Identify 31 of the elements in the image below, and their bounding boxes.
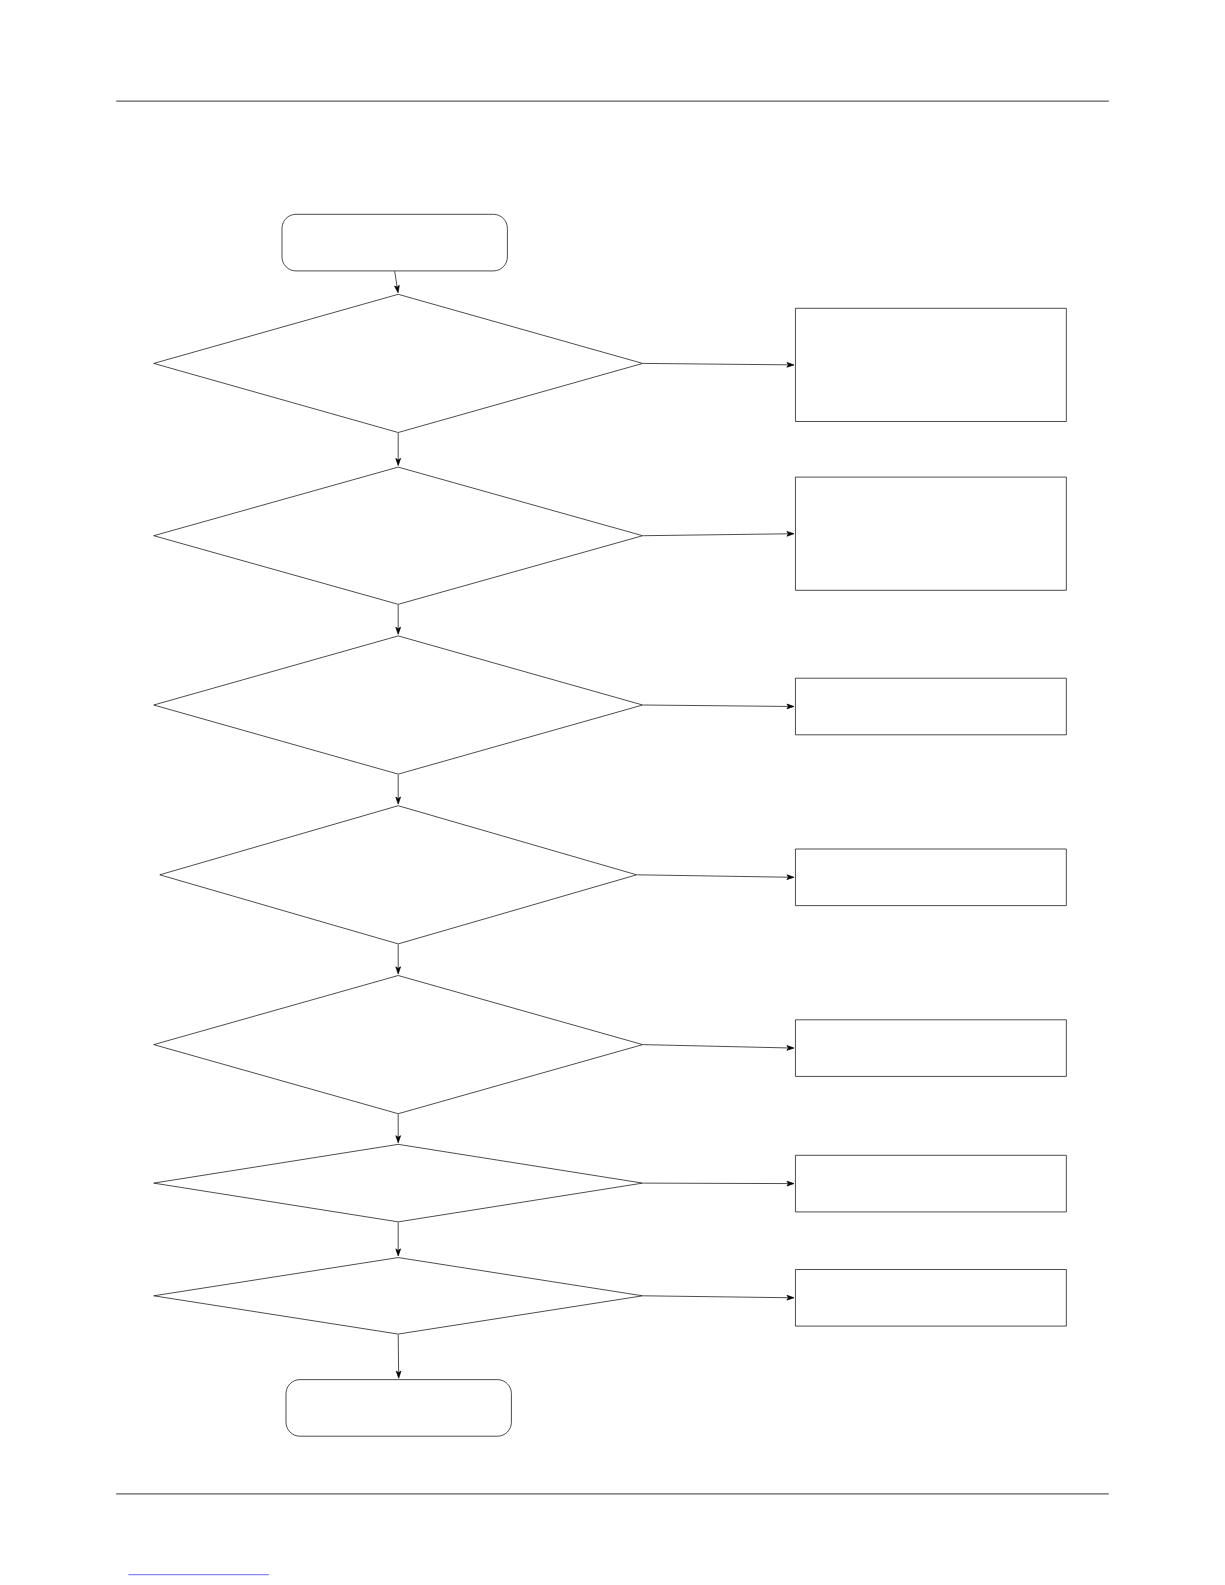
process-box xyxy=(795,1154,1067,1213)
terminal-box xyxy=(281,213,508,272)
arrow xyxy=(395,1334,402,1379)
arrow xyxy=(395,944,401,975)
process-box xyxy=(795,307,1067,422)
terminal-box xyxy=(285,1379,512,1437)
arrow xyxy=(395,774,401,805)
arrow xyxy=(642,362,795,368)
arrow xyxy=(395,604,401,635)
decision-diamond xyxy=(153,466,643,605)
process-box xyxy=(795,1019,1067,1077)
process-box xyxy=(795,1269,1067,1327)
process-box xyxy=(795,677,1067,736)
decision-diamond xyxy=(153,1257,643,1335)
decision-diamond xyxy=(159,805,637,945)
decision-diamond xyxy=(153,635,643,775)
process-box xyxy=(795,848,1067,906)
arrow xyxy=(395,1222,401,1257)
arrow xyxy=(642,1180,795,1187)
arrow xyxy=(636,874,795,880)
decision-diamond xyxy=(153,1144,643,1223)
arrow xyxy=(642,531,795,537)
process-box xyxy=(795,476,1067,591)
arrow xyxy=(642,1044,795,1051)
decision-diamond xyxy=(153,975,643,1115)
arrow xyxy=(642,703,795,710)
arrow xyxy=(395,1113,401,1144)
arrow xyxy=(395,432,401,466)
decision-diamond xyxy=(153,293,643,433)
arrow xyxy=(642,1295,795,1301)
arrow xyxy=(394,270,400,294)
